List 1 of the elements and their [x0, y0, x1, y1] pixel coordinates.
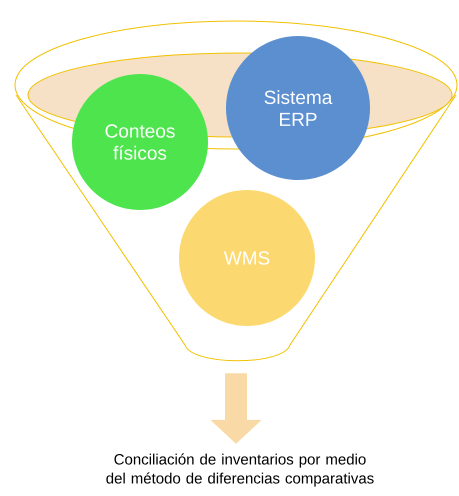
caption-text: Conciliación de inventarios por medio del método de diferencias comparativas — [106, 453, 374, 487]
